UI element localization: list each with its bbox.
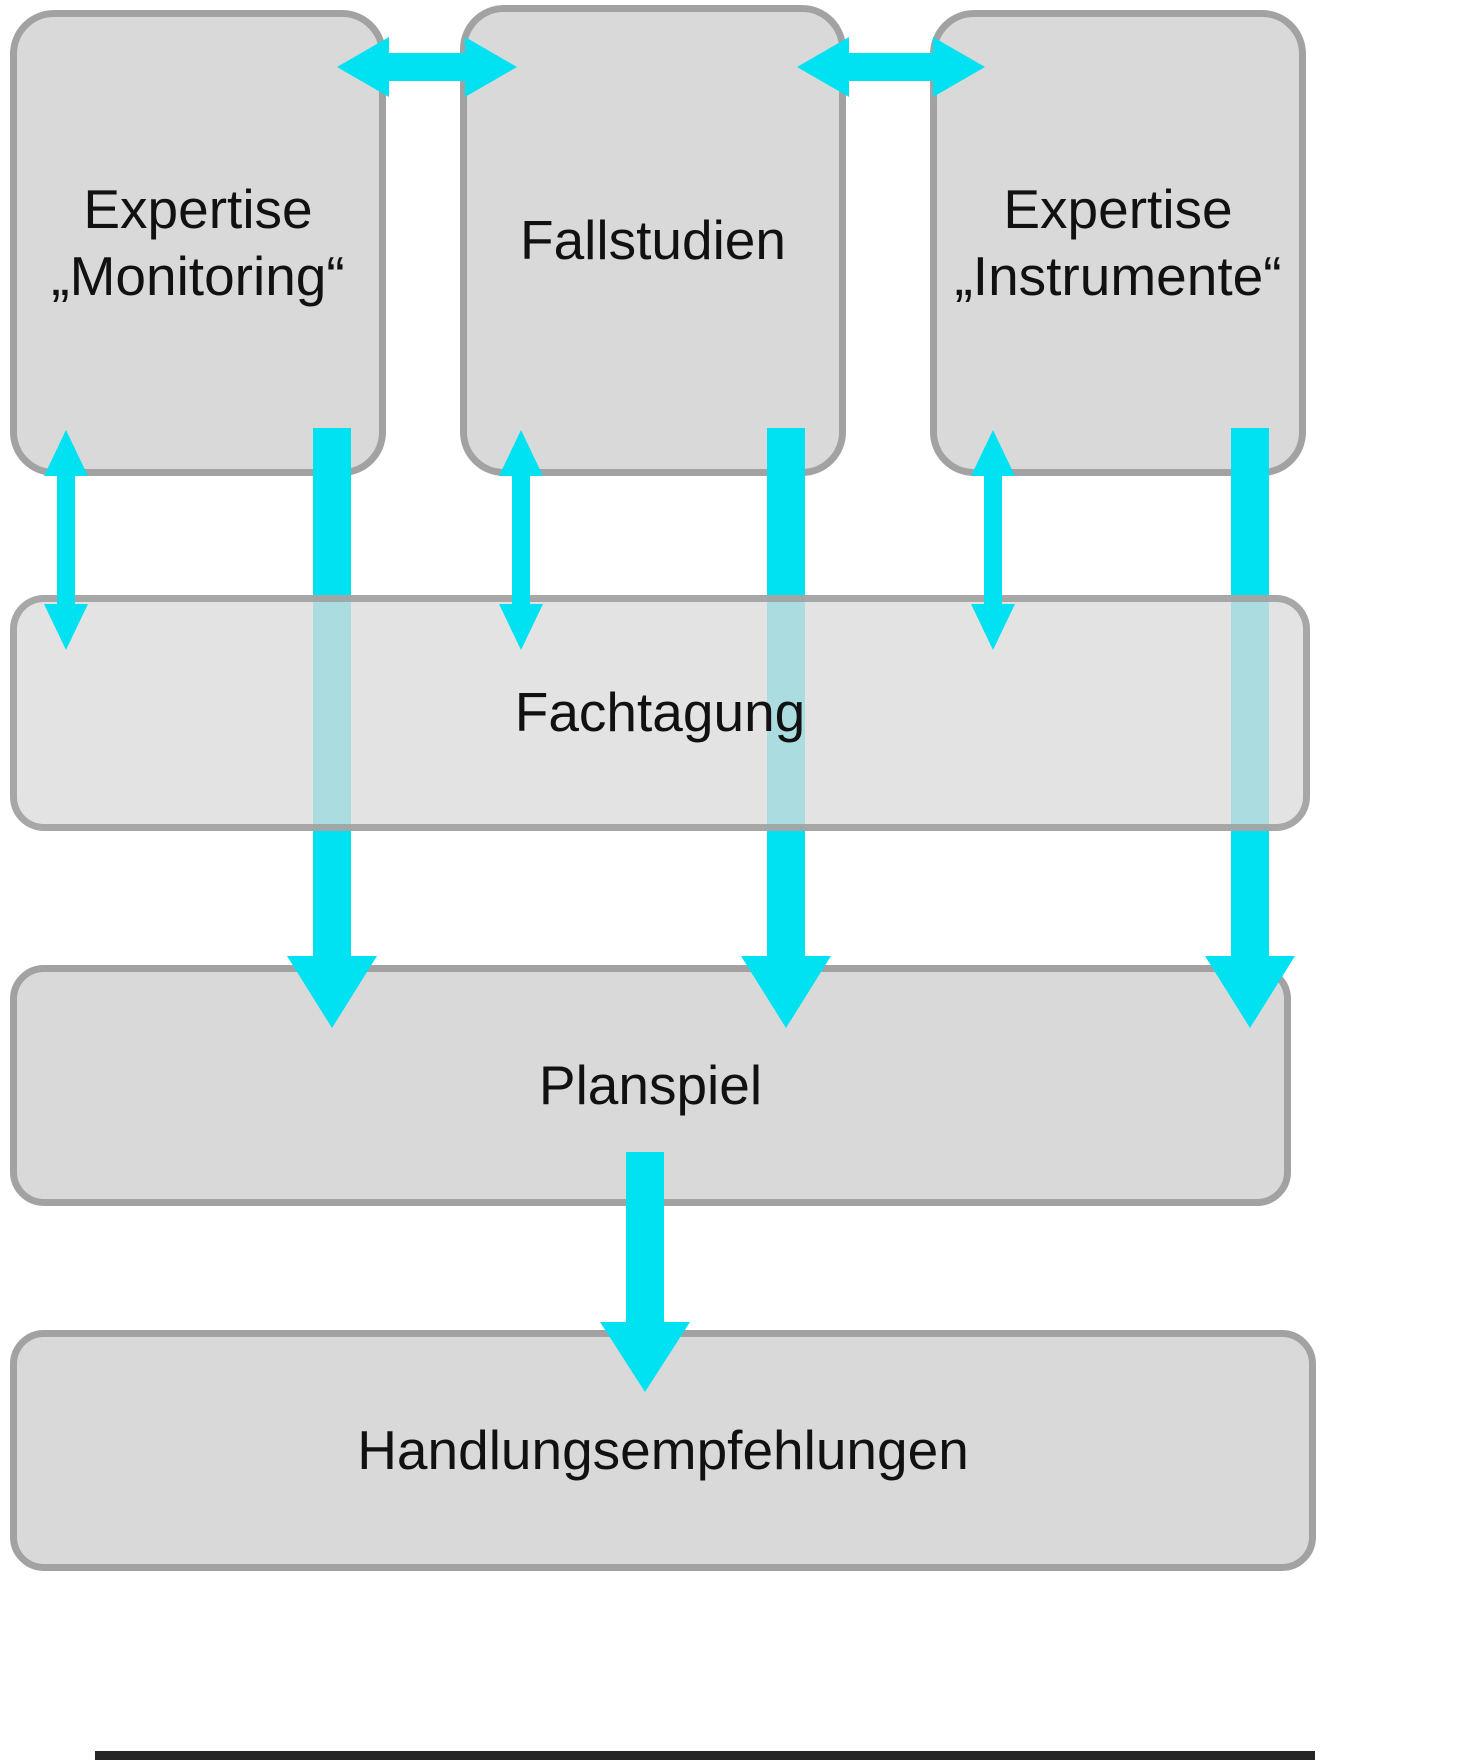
node-fachtagung: Fachtagung — [10, 595, 1310, 831]
node-expertise-instrumente-label: Expertise „Instrumente“ — [954, 176, 1281, 310]
label-line-2: „Instrumente“ — [954, 245, 1282, 307]
label-line-1: Expertise — [1003, 177, 1233, 240]
node-handlungsempfehlungen-label: Handlungsempfehlungen — [357, 1418, 969, 1481]
bottom-rule — [95, 1751, 1315, 1760]
label-line-2: „Monitoring“ — [51, 245, 345, 307]
node-fallstudien-label: Fallstudien — [520, 208, 786, 271]
node-fachtagung-label: Fachtagung — [514, 681, 806, 744]
node-expertise-instrumente: Expertise „Instrumente“ — [930, 10, 1306, 476]
node-handlungsempfehlungen: Handlungsempfehlungen — [10, 1330, 1316, 1571]
node-fallstudien: Fallstudien — [460, 5, 846, 476]
node-planspiel-label: Planspiel — [538, 1053, 763, 1116]
node-expertise-monitoring: Expertise „Monitoring“ — [10, 10, 386, 476]
label-line-1: Expertise — [83, 177, 313, 240]
node-planspiel: Planspiel — [10, 965, 1291, 1206]
node-expertise-monitoring-label: Expertise „Monitoring“ — [51, 176, 344, 310]
